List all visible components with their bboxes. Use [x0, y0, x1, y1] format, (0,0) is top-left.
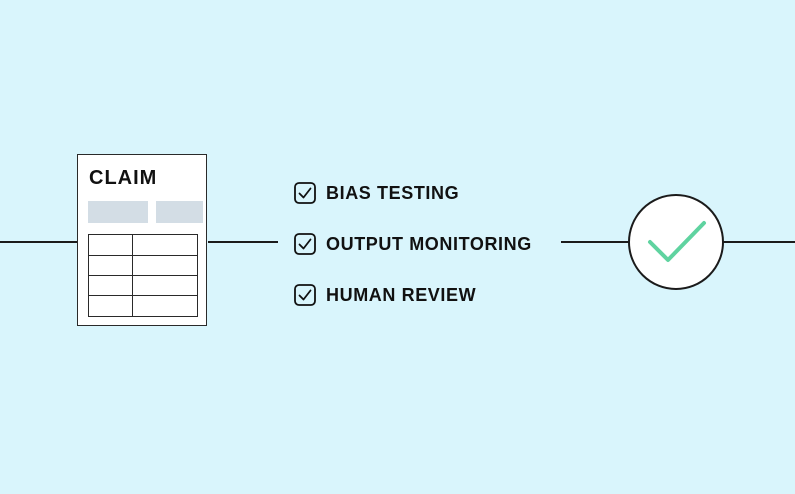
- checklist-item-human-review: HUMAN REVIEW: [294, 282, 476, 308]
- claim-document: CLAIM: [77, 154, 207, 326]
- checklist-item-output-monitoring: OUTPUT MONITORING: [294, 231, 532, 257]
- claim-table: [88, 234, 198, 317]
- connector-line-right: [722, 241, 795, 243]
- claim-field-placeholder: [88, 201, 148, 223]
- checkmark-icon: [648, 221, 706, 262]
- claim-table-row-divider: [89, 255, 197, 256]
- connector-line-left: [0, 241, 78, 243]
- connector-line-document-to-checklist: [208, 241, 278, 243]
- claim-table-row-divider: [89, 295, 197, 296]
- checkbox-checked-icon: [294, 182, 316, 204]
- claim-table-column-divider: [132, 235, 133, 316]
- connector-line-checklist-to-result: [561, 241, 630, 243]
- claim-document-title: CLAIM: [89, 167, 158, 189]
- claim-field-placeholder: [156, 201, 203, 223]
- checkbox-checked-icon: [294, 284, 316, 306]
- checklist-item-label: BIAS TESTING: [326, 182, 460, 203]
- checkbox-checked-icon: [294, 233, 316, 255]
- checklist-item-label: OUTPUT MONITORING: [326, 233, 532, 254]
- checklist-item-label: HUMAN REVIEW: [326, 284, 477, 305]
- checklist-item-bias-testing: BIAS TESTING: [294, 180, 459, 206]
- claim-table-row-divider: [89, 275, 197, 276]
- approval-result-circle: [628, 194, 724, 290]
